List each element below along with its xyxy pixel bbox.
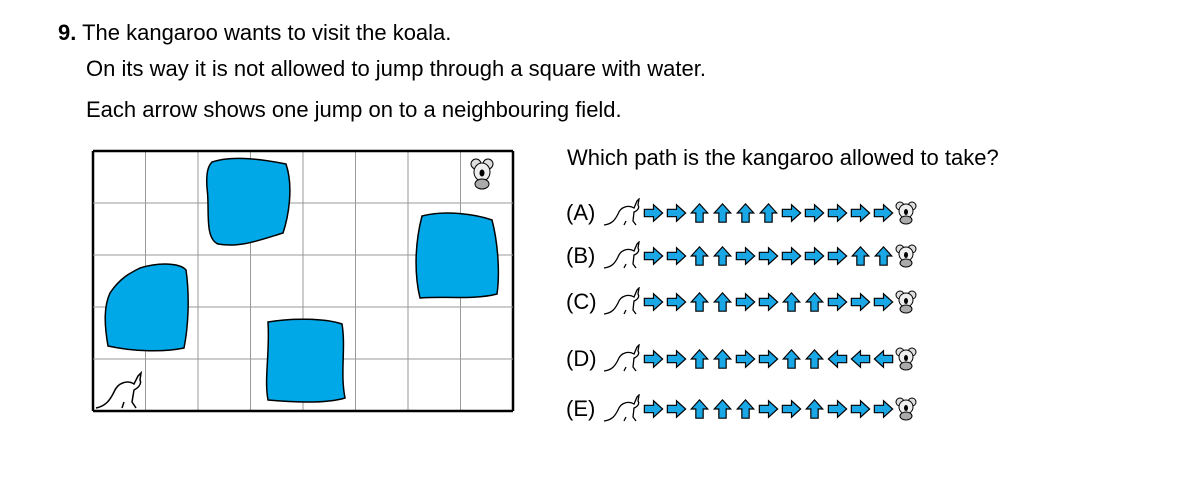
option-path (602, 394, 917, 424)
question-text: The kangaroo wants to visit the koala. (82, 20, 452, 45)
arrow-left-icon (850, 349, 871, 369)
arrow-up-icon (804, 291, 825, 312)
option-path (602, 287, 917, 317)
kangaroo-icon (603, 241, 640, 269)
option-path (602, 198, 917, 228)
option-label: (C) (566, 289, 597, 314)
arrow-up-icon (712, 348, 733, 369)
kangaroo-icon (603, 394, 640, 422)
arrow-right-icon (827, 292, 848, 312)
arrow-up-icon (689, 202, 710, 223)
kangaroo-icon (95, 370, 143, 409)
arrow-left-icon (873, 349, 894, 369)
arrow-up-icon (735, 202, 756, 223)
koala-icon (895, 244, 917, 268)
koala-icon (470, 158, 494, 190)
answer-option[interactable]: (C) (566, 284, 917, 320)
arrow-left-icon (827, 349, 848, 369)
arrow-right-icon (735, 349, 756, 369)
arrow-right-icon (666, 292, 687, 312)
arrow-up-icon (804, 348, 825, 369)
water-pool (206, 157, 291, 246)
answer-option[interactable]: (A) (566, 195, 917, 231)
arrow-right-icon (643, 203, 664, 223)
water-pool (415, 212, 500, 299)
kangaroo-icon (603, 344, 640, 372)
arrow-right-icon (735, 292, 756, 312)
arrow-right-icon (758, 292, 779, 312)
arrow-up-icon (804, 398, 825, 419)
arrow-up-icon (689, 398, 710, 419)
arrow-up-icon (712, 291, 733, 312)
arrow-up-icon (781, 291, 802, 312)
arrow-right-icon (827, 246, 848, 266)
arrow-right-icon (804, 203, 825, 223)
arrow-right-icon (850, 399, 871, 419)
arrow-up-icon (712, 202, 733, 223)
arrow-right-icon (781, 399, 802, 419)
arrow-right-icon (827, 399, 848, 419)
game-grid (91, 149, 515, 413)
answer-option[interactable]: (E) (566, 391, 917, 427)
kangaroo-icon (603, 198, 640, 226)
kangaroo-icon (603, 287, 640, 315)
arrow-right-icon (873, 203, 894, 223)
arrow-right-icon (735, 246, 756, 266)
arrow-up-icon (689, 291, 710, 312)
water-pool (104, 263, 189, 352)
question-line-1: 9. The kangaroo wants to visit the koala… (58, 20, 451, 46)
arrow-right-icon (873, 399, 894, 419)
option-path (602, 241, 917, 271)
option-label: (B) (566, 243, 596, 268)
arrow-right-icon (758, 349, 779, 369)
option-label: (E) (566, 396, 596, 421)
arrow-up-icon (758, 202, 779, 223)
arrow-right-icon (666, 246, 687, 266)
arrow-right-icon (758, 399, 779, 419)
answer-option[interactable]: (B) (566, 238, 917, 274)
koala-icon (895, 397, 917, 421)
arrow-right-icon (850, 292, 871, 312)
arrow-up-icon (735, 398, 756, 419)
koala-icon (895, 290, 917, 314)
arrow-right-icon (666, 349, 687, 369)
arrow-right-icon (643, 399, 664, 419)
arrow-up-icon (781, 348, 802, 369)
koala-icon (895, 201, 917, 225)
question-number: 9. (58, 20, 77, 45)
arrow-right-icon (873, 292, 894, 312)
arrow-right-icon (666, 203, 687, 223)
option-path (602, 344, 917, 374)
arrow-up-icon (689, 245, 710, 266)
arrow-right-icon (781, 203, 802, 223)
arrow-up-icon (712, 245, 733, 266)
question-line-3: Each arrow shows one jump on to a neighb… (86, 97, 622, 122)
option-label: (D) (566, 346, 597, 371)
arrow-right-icon (850, 203, 871, 223)
option-label: (A) (566, 200, 596, 225)
arrow-right-icon (781, 246, 802, 266)
arrow-up-icon (850, 245, 871, 266)
question-line-2: On its way it is not allowed to jump thr… (86, 56, 706, 81)
arrow-right-icon (804, 246, 825, 266)
arrow-up-icon (873, 245, 894, 266)
arrow-right-icon (643, 349, 664, 369)
question-prompt: Which path is the kangaroo allowed to ta… (567, 145, 999, 170)
answer-option[interactable]: (D) (566, 341, 917, 377)
arrow-right-icon (827, 203, 848, 223)
arrow-right-icon (758, 246, 779, 266)
water-pool (265, 318, 346, 403)
arrow-up-icon (689, 348, 710, 369)
arrow-right-icon (643, 292, 664, 312)
arrow-up-icon (712, 398, 733, 419)
arrow-right-icon (666, 399, 687, 419)
arrow-right-icon (643, 246, 664, 266)
koala-icon (895, 347, 917, 371)
